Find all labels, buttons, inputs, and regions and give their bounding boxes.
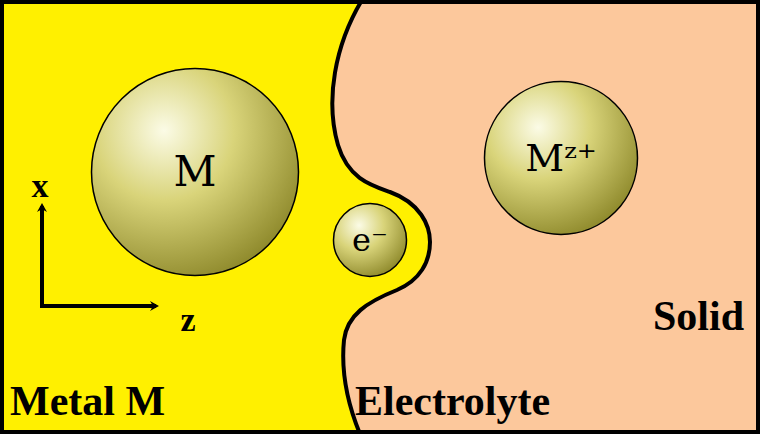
region-label: Solid xyxy=(653,295,744,337)
particle-label: e⁻ xyxy=(352,224,388,256)
sphere-shape xyxy=(92,69,299,276)
x-axis-arrow xyxy=(40,206,44,306)
metal-atom-circle: M xyxy=(90,67,300,277)
metal-region xyxy=(0,0,430,434)
z-axis-arrow xyxy=(40,304,156,308)
axis-label: x xyxy=(32,169,49,203)
region-label: Metal M xyxy=(10,380,165,422)
interface-boundary xyxy=(332,0,430,434)
metal-ion-circle: Mᶻ⁺ xyxy=(483,80,639,236)
particle-label: M xyxy=(173,151,216,193)
sphere-shape xyxy=(334,204,407,277)
region-label: Electrolyte xyxy=(355,380,550,422)
sphere-shape xyxy=(485,82,638,235)
electron-circle: e⁻ xyxy=(332,202,408,278)
axis-label: z xyxy=(180,303,195,337)
particle-label: Mᶻ⁺ xyxy=(525,139,597,177)
